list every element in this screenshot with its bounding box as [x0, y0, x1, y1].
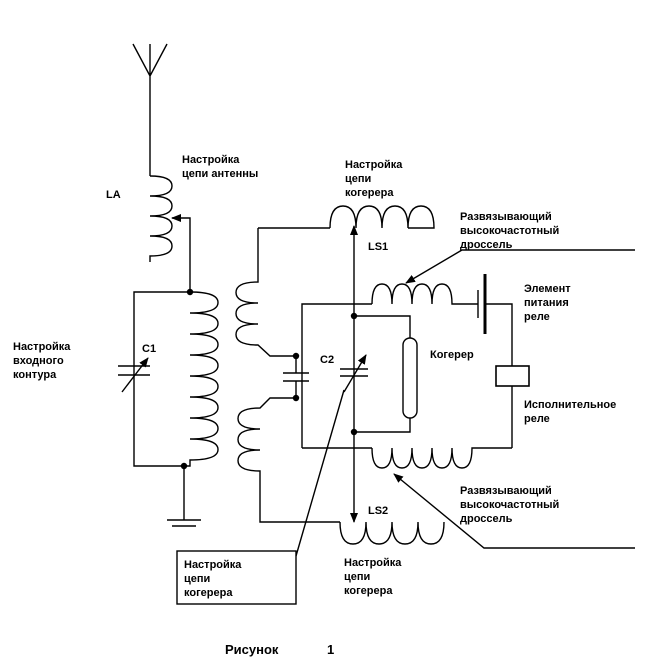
antenna-symbol [132, 43, 168, 176]
svg-text:Развязывающий: Развязывающий [460, 211, 552, 223]
svg-text:цепи: цепи [345, 173, 371, 185]
svg-text:Настройка: Настройка [345, 159, 403, 171]
figure-caption: Рисунок 1 [225, 642, 334, 657]
svg-text:высокочастотный: высокочастотный [460, 499, 559, 511]
ls1-coil [329, 205, 435, 229]
input-circuit-wiring [133, 291, 201, 527]
svg-text:питания: питания [524, 297, 569, 309]
choke-pointer-arrows [393, 249, 635, 549]
relay-label: Исполнительное реле [524, 399, 616, 425]
upper-secondary-coil [235, 227, 330, 357]
ls2-label: LS2 [368, 505, 388, 517]
svg-text:Элемент: Элемент [524, 283, 571, 295]
rf-choke-bottom-label: Развязывающий высокочастотный дроссель [460, 485, 559, 525]
ls1-label: LS1 [368, 241, 388, 253]
lower-secondary-coil [237, 397, 340, 523]
svg-text:дроссель: дроссель [460, 513, 513, 525]
svg-text:Настройка: Настройка [184, 559, 242, 571]
coherer-label: Когерер [430, 349, 474, 361]
svg-text:контура: контура [13, 369, 57, 381]
coherer-tuning-bottom-label: Настройка цепи когерера [344, 557, 402, 597]
battery-symbol [477, 274, 513, 366]
svg-text:Развязывающий: Развязывающий [460, 485, 552, 497]
coherer-circuit-wiring [301, 303, 411, 449]
svg-text:Настройка: Настройка [344, 557, 402, 569]
supply-label: Элемент питания реле [524, 283, 571, 323]
svg-text:когерера: когерера [344, 585, 393, 597]
svg-text:Рисунок: Рисунок [225, 642, 279, 657]
coupling-capacitor [283, 356, 309, 398]
svg-text:1: 1 [327, 642, 334, 657]
coherer-tube [402, 337, 418, 419]
c2-variable-capacitor [340, 354, 368, 393]
svg-text:реле: реле [524, 311, 550, 323]
svg-text:когерера: когерера [345, 187, 394, 199]
la-antenna-coil [149, 175, 191, 292]
upper-rf-choke [371, 283, 478, 305]
input-tuning-label: Настройка входного контура [13, 341, 71, 381]
svg-text:Настройка: Настройка [13, 341, 71, 353]
c2-label: C2 [320, 354, 334, 366]
svg-text:высокочастотный: высокочастотный [460, 225, 559, 237]
svg-text:дроссель: дроссель [460, 239, 513, 251]
la-label: LA [106, 189, 121, 201]
svg-text:Исполнительное: Исполнительное [524, 399, 616, 411]
input-tank-coil [184, 291, 219, 467]
ls2-coil [339, 521, 445, 545]
svg-text:Настройка: Настройка [182, 154, 240, 166]
svg-text:входного: входного [13, 355, 64, 367]
antenna-tuning-label: Настройка цепи антенны [182, 154, 258, 180]
coherer-tuning-pointer [176, 389, 345, 605]
svg-text:цепи: цепи [344, 571, 370, 583]
junction-dots [180, 288, 358, 470]
lower-rf-choke [371, 447, 512, 469]
svg-text:цепи антенны: цепи антенны [182, 168, 258, 180]
c1-variable-capacitor [118, 357, 150, 393]
svg-text:когерера: когерера [184, 587, 233, 599]
coherer-tuning-top-label: Настройка цепи когерера [345, 159, 403, 199]
svg-text:реле: реле [524, 413, 550, 425]
c1-label: C1 [142, 343, 156, 355]
coherer-tuning-box-label: Настройка цепи когерера [184, 559, 242, 599]
rf-choke-top-label: Развязывающий высокочастотный дроссель [460, 211, 559, 251]
svg-text:цепи: цепи [184, 573, 210, 585]
relay-symbol [495, 365, 530, 448]
